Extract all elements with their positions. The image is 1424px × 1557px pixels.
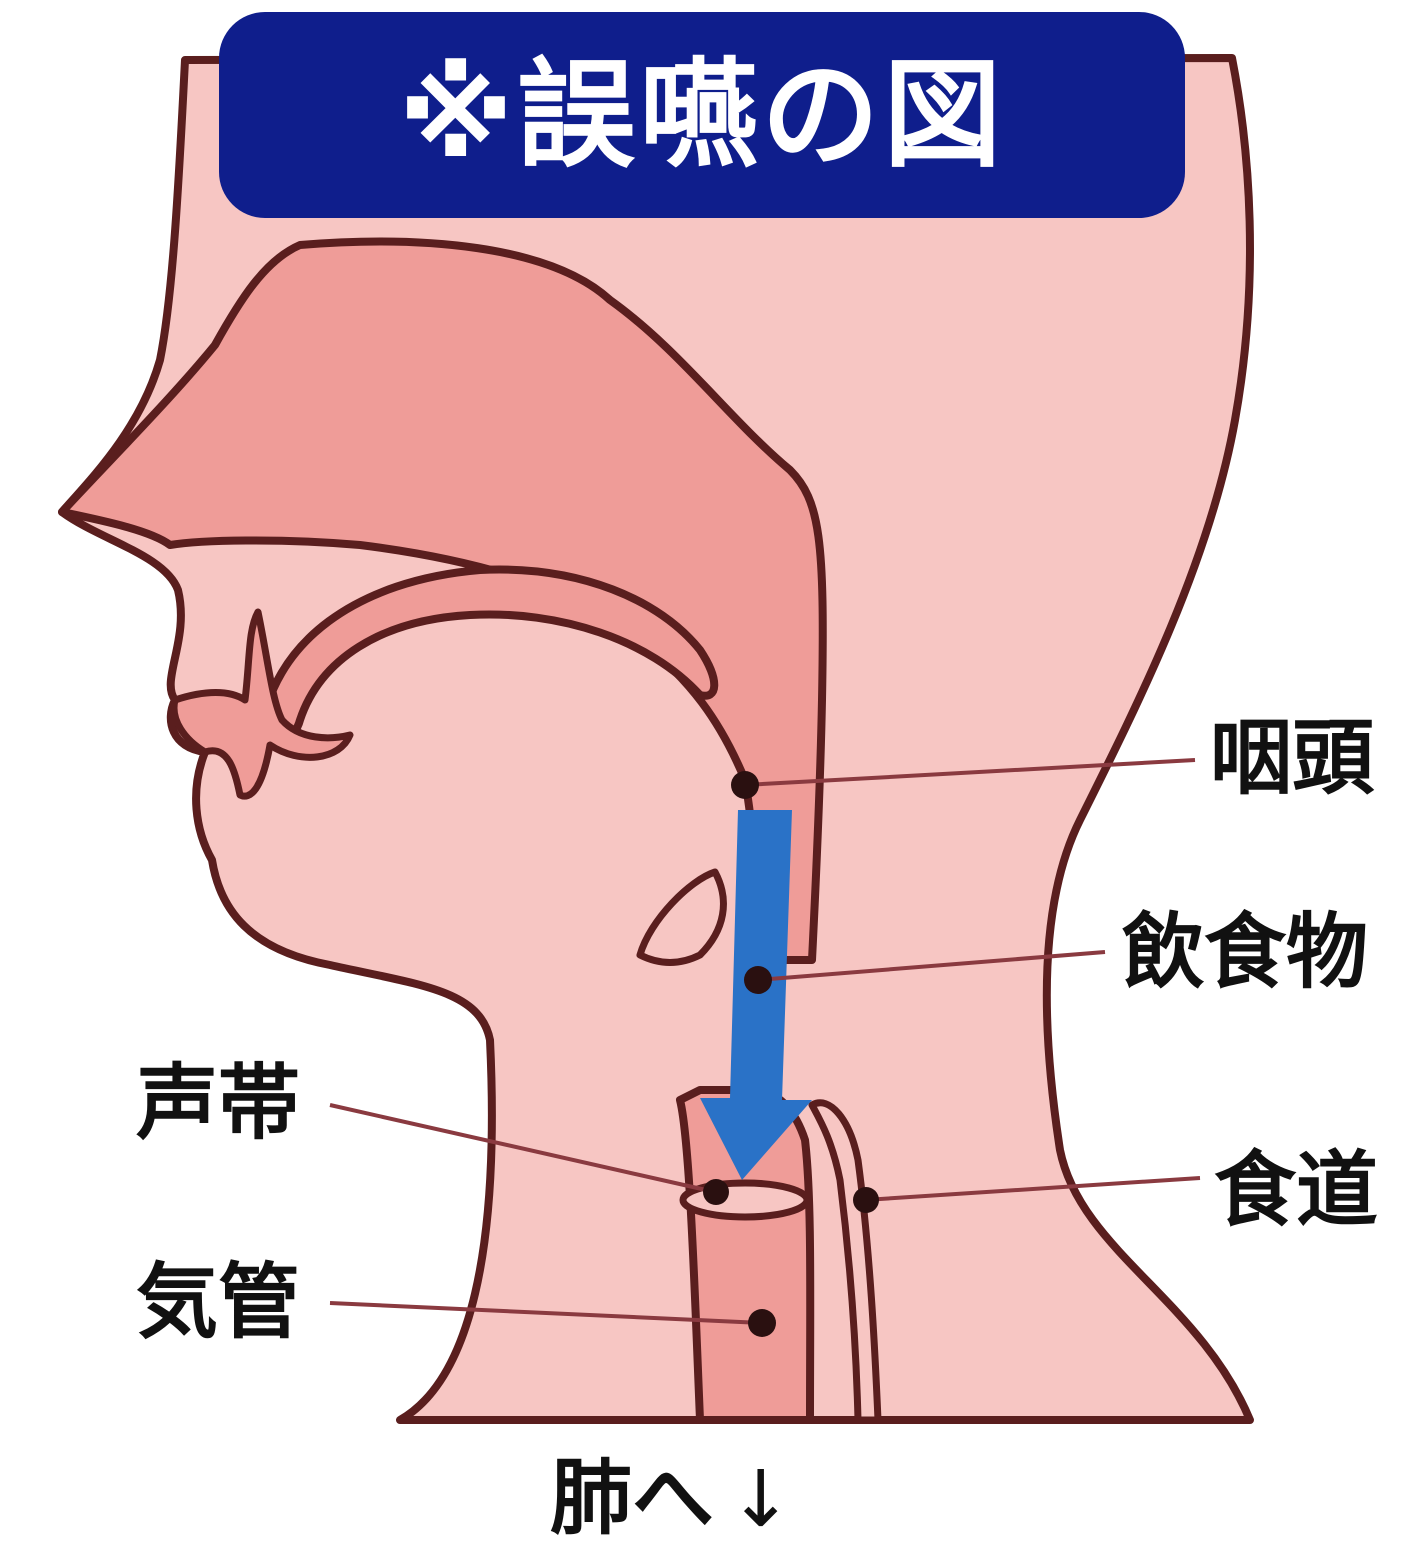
label-vocal-cords: 声帯 bbox=[136, 1063, 300, 1145]
pharynx-dot bbox=[731, 771, 759, 799]
to-lungs-text: 肺へ bbox=[550, 1451, 714, 1546]
food-dot bbox=[744, 966, 772, 994]
label-trachea: 気管 bbox=[136, 1262, 300, 1344]
label-to-lungs: 肺へ↓ bbox=[550, 1458, 793, 1540]
label-food: 飲食物 bbox=[1122, 912, 1368, 994]
vocal-cords-dot bbox=[703, 1179, 729, 1205]
trachea-dot bbox=[748, 1309, 776, 1337]
page-title: ※誤嚥の図 bbox=[399, 56, 1006, 174]
esophagus-dot bbox=[853, 1187, 879, 1213]
label-esophagus: 食道 bbox=[1214, 1150, 1378, 1232]
down-arrow-icon: ↓ bbox=[728, 1455, 793, 1545]
title-banner: ※誤嚥の図 bbox=[219, 12, 1185, 218]
label-pharynx: 咽頭 bbox=[1210, 718, 1374, 800]
